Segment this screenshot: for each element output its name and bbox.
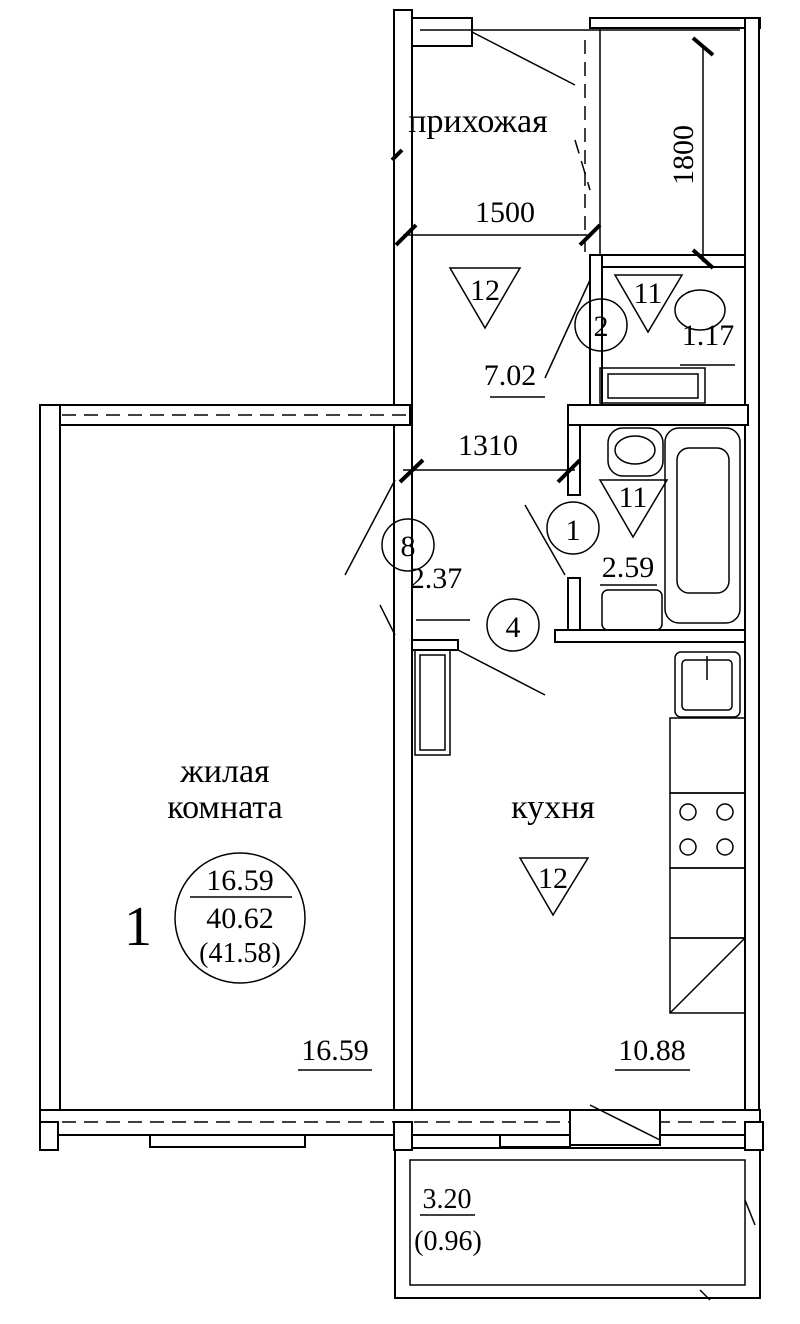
apartment-total-area: 40.62 [206, 902, 274, 935]
hallway-label: прихожая [408, 103, 548, 140]
living-room-label: жилая [179, 753, 270, 790]
hallway-width-dim: 1500 [475, 196, 535, 229]
fridge [669, 937, 746, 1014]
kitchen-area: 10.88 [618, 1034, 686, 1067]
countertop [669, 717, 746, 794]
apartment-number: 1 [124, 896, 152, 958]
walls [39, 9, 764, 1301]
door-swings [344, 31, 661, 1141]
bathroom-number: 1 [566, 514, 581, 547]
apartment-living-area: 16.59 [206, 864, 274, 897]
bathroom-floor-mark: 11 [619, 481, 648, 514]
stove [669, 792, 746, 869]
radiator [414, 649, 451, 756]
corridor-area: 2.37 [410, 562, 463, 595]
kitchen-label: кухня [511, 789, 595, 826]
bathtub [664, 427, 741, 624]
apartment-total-with-balcony: (41.58) [199, 938, 281, 969]
washing-machine [599, 367, 706, 404]
balcony-area: 3.20 [423, 1184, 472, 1215]
balcony-reduced-area: (0.96) [414, 1226, 482, 1257]
kitchen-sink [674, 651, 741, 718]
living-room-area: 16.59 [301, 1034, 369, 1067]
dimensions [390, 36, 715, 484]
washbasin [607, 427, 664, 477]
toilet [674, 289, 726, 331]
door-number: 4 [506, 611, 521, 644]
bathroom-area: 2.59 [602, 551, 655, 584]
hallway-floor-mark: 12 [470, 274, 500, 307]
hallway-area: 7.02 [484, 359, 537, 392]
kitchen-floor-mark: 12 [538, 862, 568, 895]
wardrobe-depth-dim: 1800 [667, 125, 700, 185]
apartment-area-circle [174, 852, 306, 984]
hallway-number: 2 [594, 310, 609, 343]
corridor-number: 8 [401, 530, 416, 563]
living-room-label-2: комната [167, 789, 282, 826]
toilet-area: 1.17 [682, 319, 735, 352]
corridor-width-dim: 1310 [458, 429, 518, 462]
toilet-floor-mark: 11 [634, 277, 663, 310]
fixtures [414, 289, 746, 1014]
floor-marks [174, 267, 684, 984]
